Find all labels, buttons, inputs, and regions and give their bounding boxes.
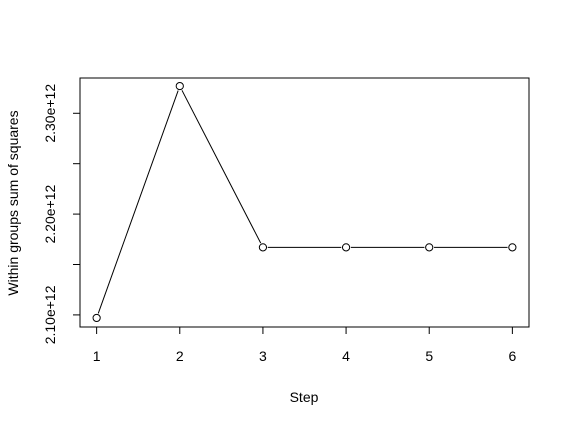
y-axis: 2.10e+12 2.20e+12 2.30e+12 bbox=[42, 84, 80, 344]
x-tick-label: 3 bbox=[259, 348, 267, 364]
data-point bbox=[341, 243, 351, 252]
series-line-segment bbox=[97, 90, 179, 314]
data-point bbox=[258, 243, 268, 252]
x-tick-label: 5 bbox=[425, 348, 433, 364]
x-tick-label: 2 bbox=[176, 348, 184, 364]
y-tick-label: 2.20e+12 bbox=[42, 184, 58, 243]
data-point bbox=[425, 243, 434, 252]
plot-frame bbox=[79, 77, 530, 328]
series-line-segment bbox=[181, 90, 262, 244]
data-point bbox=[92, 313, 101, 323]
x-tick-label: 4 bbox=[342, 348, 350, 364]
x-tick-label: 1 bbox=[93, 348, 101, 364]
y-axis-label: Within groups sum of squares bbox=[5, 110, 21, 295]
data-point bbox=[508, 243, 517, 252]
x-axis-label: Step bbox=[290, 389, 319, 405]
y-tick-label: 2.30e+12 bbox=[42, 84, 58, 143]
data-point bbox=[175, 81, 184, 91]
x-axis: 1 2 3 4 5 6 bbox=[93, 327, 516, 364]
y-tick-label: 2.10e+12 bbox=[42, 285, 58, 344]
x-tick-label: 6 bbox=[508, 348, 516, 364]
series-layer bbox=[92, 81, 517, 323]
